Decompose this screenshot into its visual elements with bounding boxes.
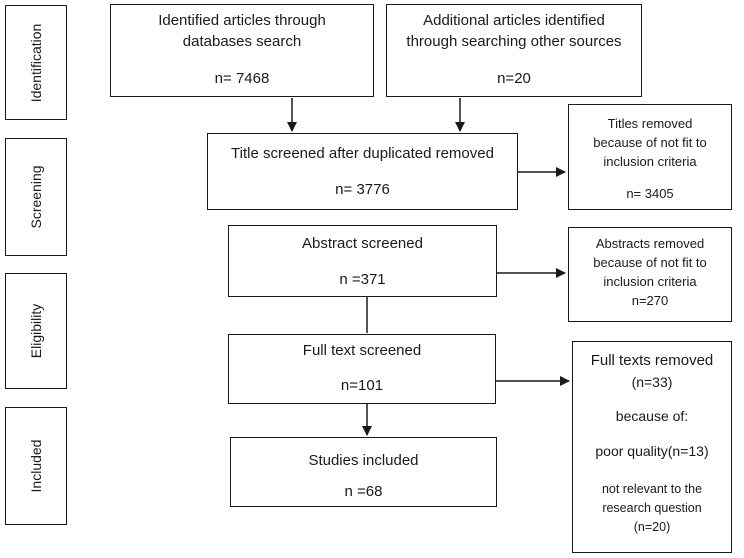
full-texts-removed-line1: Full texts removed — [590, 352, 714, 369]
abstracts-removed-count: n=270 — [631, 293, 669, 308]
abstract-screened-count: n =371 — [339, 271, 386, 288]
studies-included-label: Studies included — [308, 452, 419, 469]
stage-identification: Identification — [5, 5, 67, 120]
other-sources-count: n=20 — [497, 70, 531, 87]
full-texts-removed-line3: because of: — [615, 408, 689, 424]
titles-removed-line1: Titles removed — [607, 116, 693, 131]
stage-eligibility: Eligibility — [5, 273, 67, 389]
abstract-screened-label: Abstract screened — [302, 235, 423, 252]
full-texts-removed-line2: (n=33) — [631, 374, 673, 390]
database-search-count: n= 7468 — [214, 70, 270, 87]
full-text-screened-count: n=101 — [340, 377, 384, 394]
title-screened-label: Title screened after duplicated removed — [231, 145, 494, 162]
database-search-box: Identified articles through databases se… — [110, 4, 374, 97]
abstracts-removed-box: Abstracts removed because of not fit to … — [568, 227, 732, 322]
stage-eligibility-label: Eligibility — [28, 303, 44, 359]
abstracts-removed-line3: inclusion criteria — [603, 274, 697, 289]
stage-included: Included — [5, 407, 67, 525]
stage-identification-label: Identification — [28, 23, 44, 102]
full-texts-removed-line7: (n=20) — [633, 520, 671, 534]
studies-included-count: n =68 — [344, 483, 383, 500]
full-texts-removed-line6: research question — [602, 501, 702, 515]
abstracts-removed-line1: Abstracts removed — [595, 236, 705, 251]
other-sources-line1: Additional articles identified — [423, 12, 605, 29]
full-text-screened-box: Full text screened n=101 — [228, 334, 496, 404]
full-texts-removed-box: Full texts removed (n=33) because of: po… — [572, 341, 732, 553]
full-texts-removed-line4: poor quality(n=13) — [595, 443, 709, 459]
stage-included-label: Included — [28, 439, 44, 493]
other-sources-box: Additional articles identified through s… — [386, 4, 642, 97]
studies-included-box: Studies included n =68 — [230, 437, 497, 507]
stage-screening-label: Screening — [28, 165, 44, 229]
abstracts-removed-line2: because of not fit to — [593, 255, 707, 270]
database-search-line2: databases search — [182, 33, 302, 50]
other-sources-line2: through searching other sources — [406, 33, 622, 50]
full-text-screened-label: Full text screened — [302, 342, 422, 359]
titles-removed-count: n= 3405 — [626, 186, 674, 201]
titles-removed-box: Titles removed because of not fit to inc… — [568, 104, 732, 210]
abstract-screened-box: Abstract screened n =371 — [228, 225, 497, 297]
full-texts-removed-line5: not relevant to the — [601, 482, 703, 496]
title-screened-count: n= 3776 — [335, 181, 390, 198]
title-screened-box: Title screened after duplicated removed … — [207, 133, 518, 210]
database-search-line1: Identified articles through — [158, 12, 326, 29]
stage-screening: Screening — [5, 138, 67, 256]
titles-removed-line3: inclusion criteria — [603, 154, 697, 169]
titles-removed-line2: because of not fit to — [593, 135, 707, 150]
